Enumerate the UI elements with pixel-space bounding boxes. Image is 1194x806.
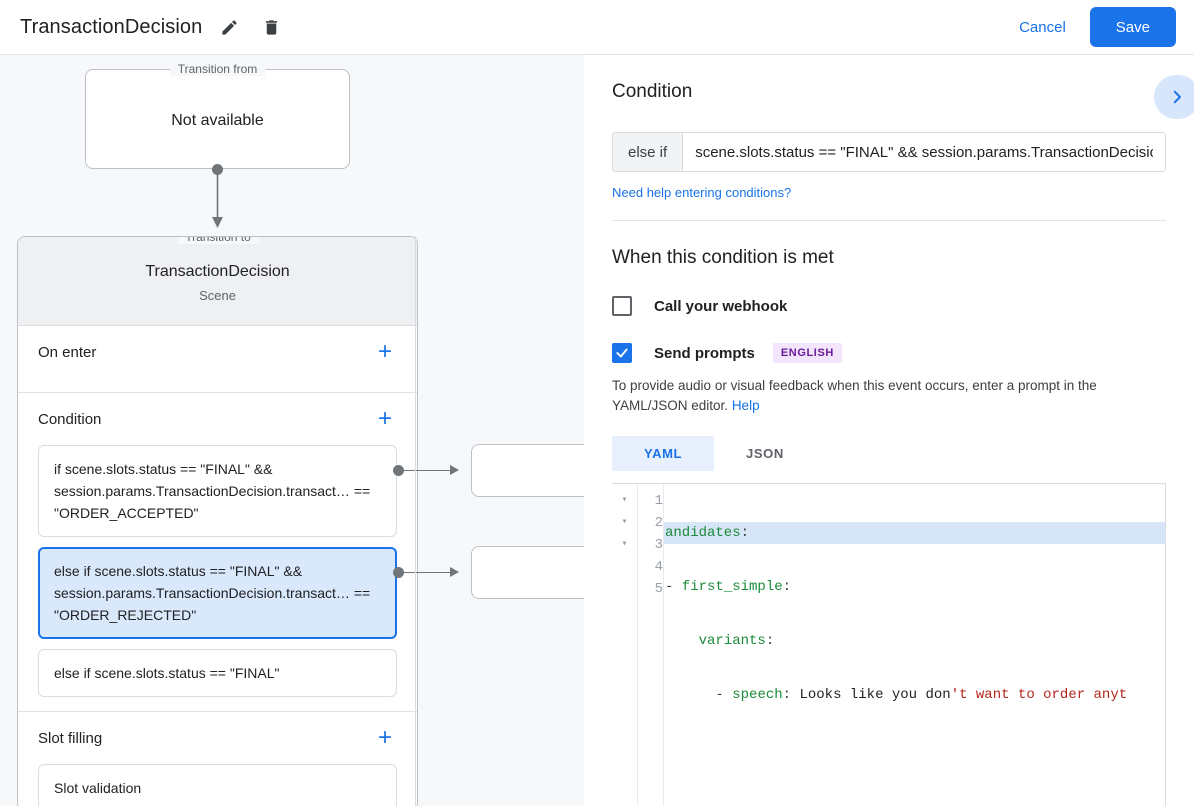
code-indent	[665, 687, 715, 703]
slot-validation-item[interactable]: Slot validation	[38, 764, 397, 806]
chevron-right-icon[interactable]	[1154, 75, 1194, 119]
scene-title: TransactionDecision	[145, 263, 290, 280]
condition-0-connector-line	[400, 470, 456, 471]
code-dash: -	[665, 579, 682, 595]
condition-1-connector-dot	[393, 567, 404, 578]
top-bar: TransactionDecision Cancel Save	[0, 0, 1194, 55]
down-arrow-icon	[212, 167, 223, 228]
line-number: 5	[654, 581, 663, 597]
transition-to-card: Transition to TransactionDecision Scene …	[17, 236, 418, 806]
section-label-slot-filling: Slot filling	[38, 729, 103, 747]
add-slot-filling-button[interactable]: +	[377, 724, 392, 751]
fold-marker-2[interactable]: ▾	[621, 517, 628, 528]
add-on-enter-button[interactable]: +	[377, 338, 392, 365]
when-condition-heading: When this condition is met	[612, 247, 834, 268]
condition-editor-section: Condition else if Need help entering con…	[584, 55, 1194, 221]
target-box-1[interactable]	[471, 546, 584, 599]
page-title: TransactionDecision	[20, 15, 203, 38]
code-line-4: - speech: Looks like you don't want to o…	[664, 684, 1166, 706]
editor-line-numbers: 1 2 3 4 5	[638, 484, 664, 806]
cancel-button[interactable]: Cancel	[1005, 11, 1080, 44]
section-label-condition: Condition	[38, 410, 102, 428]
code-line-3: variants:	[664, 630, 1166, 652]
condition-1-arrow-head	[450, 567, 459, 577]
format-tabs: YAML JSON	[612, 436, 1166, 471]
editor-right-edge	[1165, 484, 1166, 806]
section-condition: Condition + if scene.slots.status == "FI…	[18, 393, 417, 712]
code-speech-tail: 't want to order anyt	[950, 687, 1128, 703]
section-divider	[612, 220, 1166, 221]
editor-code-area[interactable]: andidates: - first_simple: variants: - s…	[664, 484, 1166, 806]
condition-input-row: else if	[612, 132, 1166, 172]
condition-input[interactable]	[683, 133, 1165, 171]
save-button[interactable]: Save	[1089, 7, 1176, 47]
condition-prefix-label: else if	[613, 133, 684, 171]
code-colon: :	[740, 525, 750, 541]
fold-marker-1[interactable]: ▾	[621, 495, 628, 506]
diagram-vertical-rule	[415, 236, 416, 806]
prompts-description: To provide audio or visual feedback when…	[612, 376, 1166, 416]
language-badge: ENGLISH	[772, 343, 842, 363]
condition-item-2[interactable]: else if scene.slots.status == "FINAL"	[38, 649, 397, 697]
transition-from-box[interactable]: Transition from Not available	[85, 62, 350, 169]
call-webhook-label: Call your webhook	[654, 297, 788, 315]
condition-1-connector-line	[400, 572, 456, 573]
send-prompts-row: Send prompts ENGLISH	[612, 343, 1166, 363]
tab-json[interactable]: JSON	[746, 446, 784, 461]
code-key-speech: speech	[732, 687, 783, 703]
code-colon: :	[782, 687, 800, 703]
code-dash: -	[715, 687, 733, 703]
when-condition-met-section: When this condition is met Call your web…	[584, 221, 1194, 806]
section-label-on-enter: On enter	[38, 343, 97, 361]
code-key-variants: variants	[698, 633, 766, 649]
tab-yaml[interactable]: YAML	[612, 436, 715, 471]
code-key-candidates: andidates	[665, 525, 741, 541]
code-line-1: andidates:	[664, 522, 1166, 544]
webhook-row: Call your webhook	[612, 296, 1166, 316]
code-line-5	[664, 738, 1166, 760]
transition-from-value: Not available	[171, 112, 264, 129]
condition-item-0[interactable]: if scene.slots.status == "FINAL" && sess…	[38, 445, 397, 537]
code-colon: :	[782, 579, 792, 595]
code-line-2: - first_simple:	[664, 576, 1166, 598]
send-prompts-label: Send prompts	[654, 344, 755, 362]
code-speech-value: Looks like you don	[799, 687, 951, 703]
condition-0-arrow-head	[450, 465, 459, 475]
condition-item-1[interactable]: else if scene.slots.status == "FINAL" &&…	[38, 547, 397, 639]
scene-subtitle: Scene	[199, 288, 236, 303]
line-number: 2	[654, 515, 663, 531]
code-indent	[665, 633, 699, 649]
scene-header[interactable]: TransactionDecision Scene	[18, 237, 417, 326]
transition-from-legend: Transition from	[169, 62, 266, 76]
editor-fold-column: ▾ ▾ ▾	[612, 484, 638, 806]
condition-0-connector-dot	[393, 465, 404, 476]
send-prompts-checkbox[interactable]	[612, 343, 632, 363]
fold-marker-3[interactable]: ▾	[621, 539, 628, 550]
line-number: 1	[654, 493, 663, 509]
section-slot-filling: Slot filling + Slot validation	[18, 712, 417, 806]
prompts-description-text: To provide audio or visual feedback when…	[612, 378, 1097, 413]
condition-help-link[interactable]: Need help entering conditions?	[612, 185, 792, 200]
pencil-icon[interactable]	[214, 12, 244, 42]
section-on-enter: On enter +	[18, 326, 417, 393]
target-box-0[interactable]	[471, 444, 584, 497]
condition-heading: Condition	[612, 81, 693, 102]
details-pane: Condition else if Need help entering con…	[584, 55, 1194, 806]
prompts-help-link[interactable]: Help	[731, 398, 760, 413]
trash-icon[interactable]	[256, 12, 286, 42]
yaml-editor[interactable]: ▾ ▾ ▾ 1 2 3 4 5 andidates: - first_simpl…	[612, 483, 1166, 806]
code-key-first-simple: first_simple	[681, 579, 783, 595]
line-number: 3	[654, 537, 663, 553]
add-condition-button[interactable]: +	[377, 405, 392, 432]
line-number: 4	[654, 559, 663, 575]
call-webhook-checkbox[interactable]	[612, 296, 632, 316]
flow-diagram-pane: Transition from Not available Transition…	[0, 55, 584, 806]
code-colon: :	[765, 633, 775, 649]
transition-to-legend: Transition to	[177, 237, 259, 244]
